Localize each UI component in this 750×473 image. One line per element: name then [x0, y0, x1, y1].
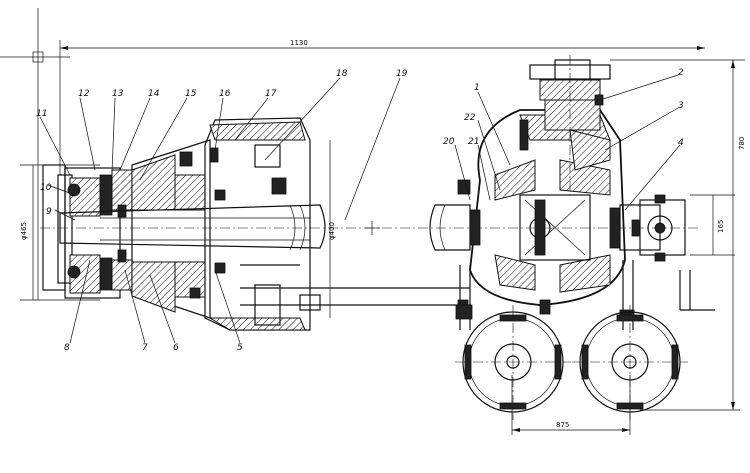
callout-13: 13	[112, 89, 124, 99]
dim-height-label: 780	[738, 137, 746, 150]
wheel-left	[455, 305, 571, 420]
callout-9: 9	[46, 207, 52, 217]
dimension-wheel-spacing: 875	[511, 375, 631, 435]
callout-8: 8	[64, 343, 70, 353]
dimension-shaft-height: 165	[690, 194, 735, 256]
dim-overall-length-label: 1130	[290, 39, 308, 47]
callout-labels: 11 12 13 14 15 16 17 18 19 10 9 8 7 6 5 …	[36, 68, 684, 353]
callout-leaders	[39, 74, 681, 344]
callout-18: 18	[336, 69, 348, 79]
callout-21: 21	[468, 137, 479, 147]
dim-shaft-height-label: 165	[717, 220, 725, 233]
callout-19: 19	[396, 69, 408, 79]
callout-22: 22	[464, 113, 476, 123]
wheel-right	[572, 305, 688, 420]
callout-7: 7	[142, 343, 148, 353]
dimension-overall-length: 1130	[60, 39, 705, 50]
callout-10: 10	[40, 183, 52, 193]
callout-2: 2	[678, 68, 684, 78]
callout-11: 11	[36, 109, 47, 119]
left-hub-assembly	[42, 117, 321, 331]
differential-assembly	[457, 55, 626, 315]
callout-14: 14	[148, 89, 160, 99]
callout-6: 6	[173, 343, 179, 353]
callout-5: 5	[237, 343, 243, 353]
callout-20: 20	[443, 137, 455, 147]
callout-12: 12	[78, 89, 90, 99]
callout-17: 17	[265, 89, 277, 99]
dimension-diameter-left: φ465	[20, 165, 34, 300]
callout-3: 3	[678, 101, 684, 111]
main-shaft	[40, 204, 700, 251]
dim-diameter-mid-label: φ400	[328, 222, 336, 240]
callout-4: 4	[678, 138, 684, 148]
callout-16: 16	[219, 89, 231, 99]
output-flange	[619, 194, 715, 311]
dim-wheel-spacing-label: 875	[556, 421, 569, 429]
callout-1: 1	[474, 83, 480, 93]
lower-tube	[240, 264, 470, 306]
dim-diameter-left-label: φ465	[20, 222, 28, 240]
dimension-height: 780	[610, 59, 746, 411]
dimension-diameter-mid: φ400	[328, 140, 336, 318]
callout-15: 15	[185, 89, 197, 99]
